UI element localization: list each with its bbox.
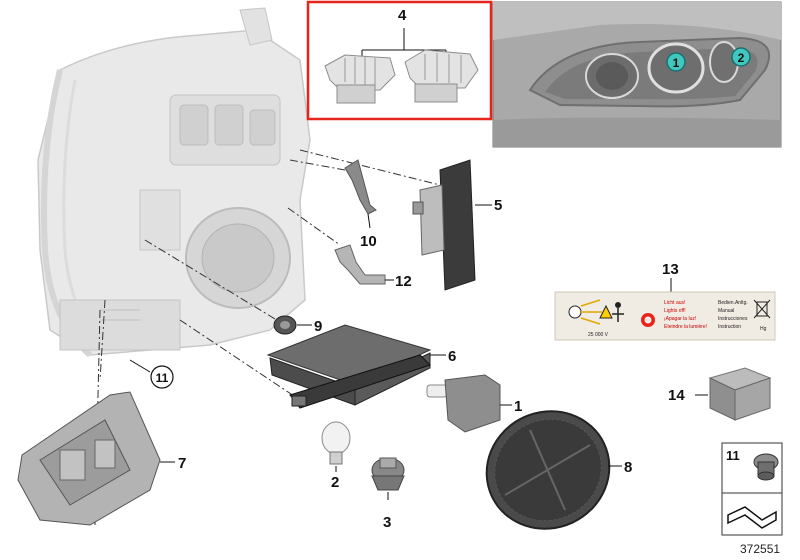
lights-off-icon xyxy=(641,313,655,327)
voltage-text: 25 000 V xyxy=(588,332,609,338)
part-8-cover-cap: 8 xyxy=(485,410,632,530)
clip-nut-icon xyxy=(753,453,779,481)
document-number: 372551 xyxy=(740,542,780,556)
callout-5: 5 xyxy=(494,197,502,214)
callout-12: 12 xyxy=(395,273,412,290)
part-1-bulb-module: 1 xyxy=(426,374,522,433)
sticker-text-instruction: Instruction xyxy=(718,324,741,330)
inset-label-2: 2 xyxy=(738,51,745,65)
inset-car-headlight: 1 2 xyxy=(492,1,782,148)
callout-8: 8 xyxy=(624,459,632,476)
part-6-ballast: 6 xyxy=(266,324,456,409)
sticker-text-manual: Manual xyxy=(718,308,734,314)
headlight-housing xyxy=(37,7,311,358)
callout-7: 7 xyxy=(178,455,186,472)
inset-label-1: 1 xyxy=(673,56,680,70)
callout-11-circle-main: 11 xyxy=(129,359,174,389)
callout-3: 3 xyxy=(383,514,391,531)
highlight-box-part-4: 4 xyxy=(306,0,493,121)
led-module-right xyxy=(404,49,479,103)
sticker-text-apagar: ¡Apagar la luz! xyxy=(664,316,696,322)
disposal-bin-icon xyxy=(753,299,771,319)
part-9-grommet: 9 xyxy=(273,315,322,335)
callout-14: 14 xyxy=(668,387,685,404)
callout-1: 1 xyxy=(514,398,522,415)
callout-4: 4 xyxy=(398,7,407,24)
sticker-hg: Hg xyxy=(760,326,767,332)
part-7-holder: 7 xyxy=(17,391,186,526)
lamp-warning-pictogram xyxy=(568,299,624,325)
sticker-text-instrucciones: Instrucciones xyxy=(718,316,748,322)
callout-9: 9 xyxy=(314,318,322,335)
part-13-warning-label: 13 25 000 V Licht aus! Lights off! ¡Apag… xyxy=(554,261,776,341)
led-module-left xyxy=(324,54,396,104)
part-12-bracket: 12 xyxy=(334,244,412,290)
inset-badge-1: 1 xyxy=(666,52,686,72)
callout-6: 6 xyxy=(448,348,456,365)
callout-10: 10 xyxy=(360,233,377,250)
callout-11-detail: 11 xyxy=(726,448,740,463)
callout-2: 2 xyxy=(331,474,339,491)
part-3-socket: 3 xyxy=(371,457,405,531)
callout-13: 13 xyxy=(662,261,679,278)
inset-badge-2: 2 xyxy=(731,47,751,67)
part-10-cable-bracket: 10 xyxy=(344,159,377,250)
callout-11-main: 11 xyxy=(156,371,169,385)
sticker-text-lights: Lights off! xyxy=(664,308,686,314)
part-2-bulb: 2 xyxy=(321,421,351,491)
part-11-detail-box: 11 xyxy=(721,442,783,536)
part-5-control-module: 5 xyxy=(412,159,502,291)
shim-profile-icon xyxy=(727,506,777,529)
part-14-box: 14 xyxy=(668,367,772,421)
sticker-text-bedien: Bedien.Anltg. xyxy=(718,300,748,306)
sticker-text-licht: Licht aus! xyxy=(664,300,685,306)
sticker-text-eteindre: Eteindre la lumière! xyxy=(664,324,707,330)
